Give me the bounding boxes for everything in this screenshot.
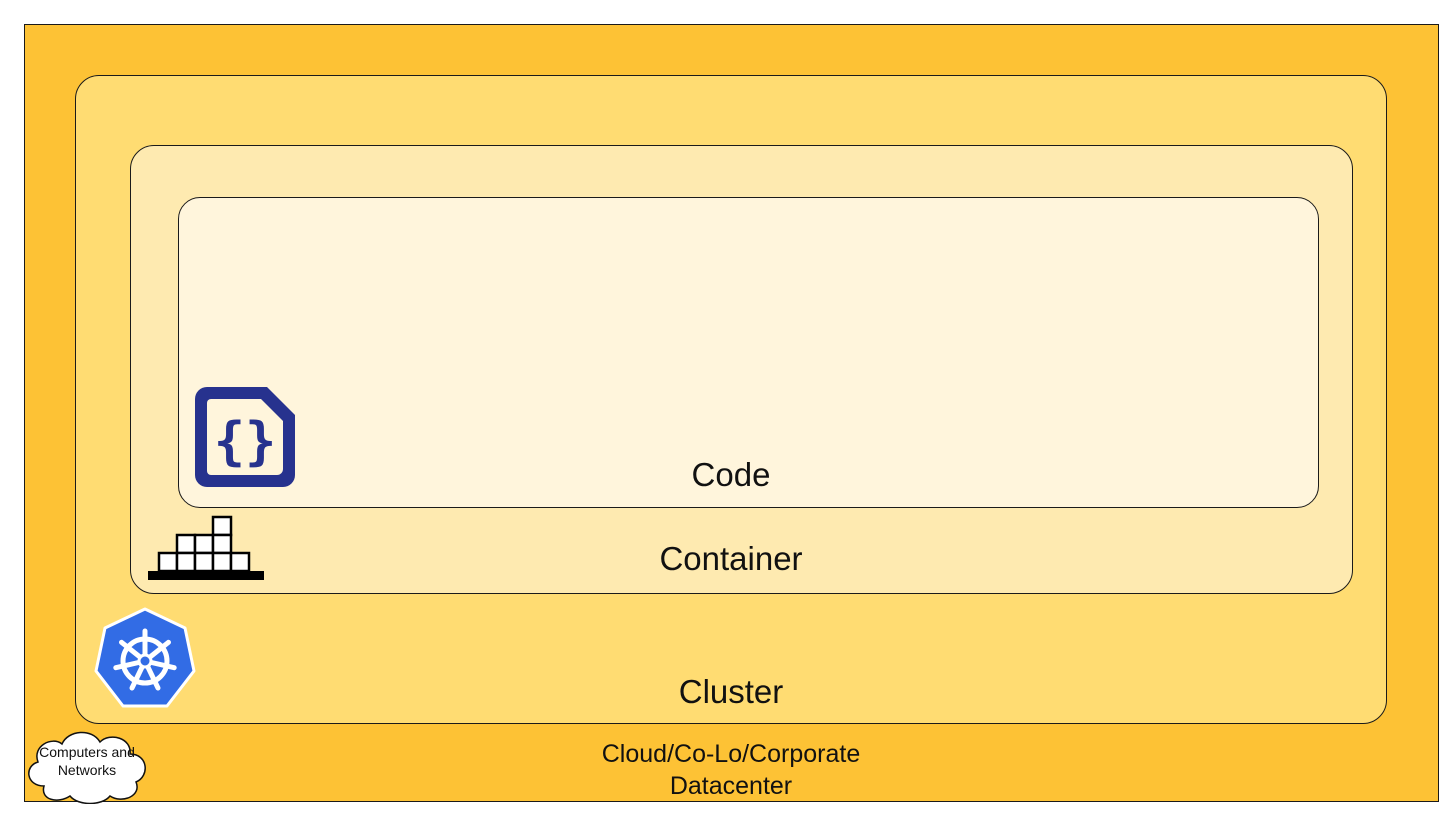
cloud-icon [28,731,146,804]
kubernetes-helm-icon [94,607,196,708]
code-layer [178,197,1319,508]
container-label: Container [659,540,803,577]
code-file-braces-icon: {} [195,387,295,487]
cluster-label: Cluster [678,673,784,710]
cloud-label: Computers and Networks [39,744,135,778]
svg-text:{}: {} [214,412,277,472]
container-blocks-icon [148,515,264,580]
code-label: Code [691,456,771,493]
